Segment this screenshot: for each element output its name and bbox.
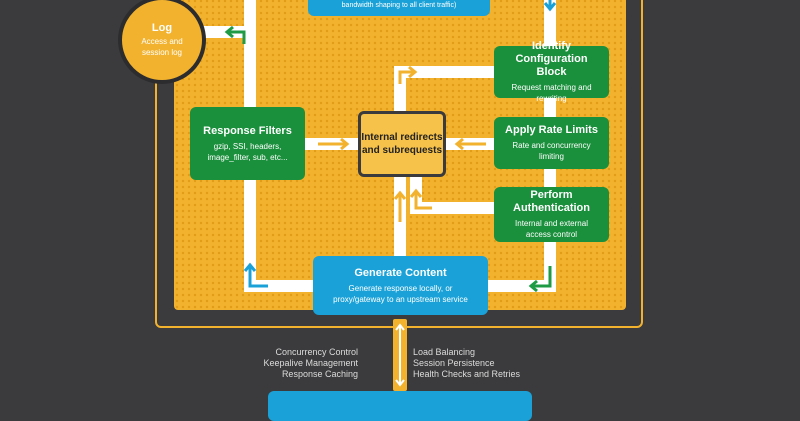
identify-config-box: Identify Configuration Block Request mat… [494,40,609,103]
top-process-box: bandwidth shaping to all client traffic) [308,0,490,16]
auth-desc: Internal and external access control [515,219,588,239]
rate-limits-box: Apply Rate Limits Rate and concurrency l… [494,117,609,169]
log-desc: Access and session log [141,37,183,57]
arrow-up-icon [409,188,432,210]
internal-redirects-box: Internal redirects and subrequests [358,111,446,177]
feature-item: Health Checks and Retries [413,369,521,379]
arrow-left-icon [224,25,246,44]
diagram-canvas: bandwidth shaping to all client traffic)… [118,0,643,421]
arrow-down-icon [543,0,557,12]
flow-arrows [224,0,557,387]
generate-desc: Generate response locally, or proxy/gate… [333,283,468,304]
authentication-box: Perform Authentication Internal and exte… [494,187,609,242]
feature-item: Session Persistence [413,358,495,368]
left-feature-list: Concurrency Control Keepalive Management… [263,347,358,380]
arrow-left-icon [454,137,486,151]
arrow-bidirectional-icon [395,323,405,387]
right-feature-list: Load Balancing Session Persistence Healt… [413,347,520,380]
log-node: Log Access and session log [118,0,206,84]
rate-limits-title: Apply Rate Limits [505,124,598,136]
feature-item: Load Balancing [413,347,476,357]
generate-title: Generate Content [354,266,447,279]
internal-title: Internal redirects and subrequests [361,132,443,156]
rate-limits-desc: Rate and concurrency limiting [512,141,591,161]
arrow-up-icon [393,190,407,222]
response-filters-title: Response Filters [203,124,292,137]
lane-auth-h [410,202,500,214]
feature-item: Keepalive Management [263,358,358,368]
lane-center-up [394,66,406,114]
generate-content-box: Generate Content Generate response local… [313,256,488,315]
arrow-up-icon [243,262,268,288]
auth-title: Perform Authentication [513,189,590,214]
response-filters-box: Response Filters gzip, SSI, headers, ima… [190,107,305,180]
identify-title: Identify Configuration Block [515,40,588,78]
feature-item: Response Caching [281,369,358,379]
feature-item: Concurrency Control [275,347,358,357]
arrow-left-icon [528,266,552,293]
arrow-right-icon [318,137,350,151]
top-box-desc: bandwidth shaping to all client traffic) [341,2,457,9]
lane-identify [394,66,504,78]
response-filters-desc: gzip, SSI, headers, image_filter, sub, e… [207,141,288,162]
log-title: Log [151,22,173,34]
identify-desc: Request matching and rewriting [511,83,592,103]
arrow-up-right-icon [398,65,418,84]
